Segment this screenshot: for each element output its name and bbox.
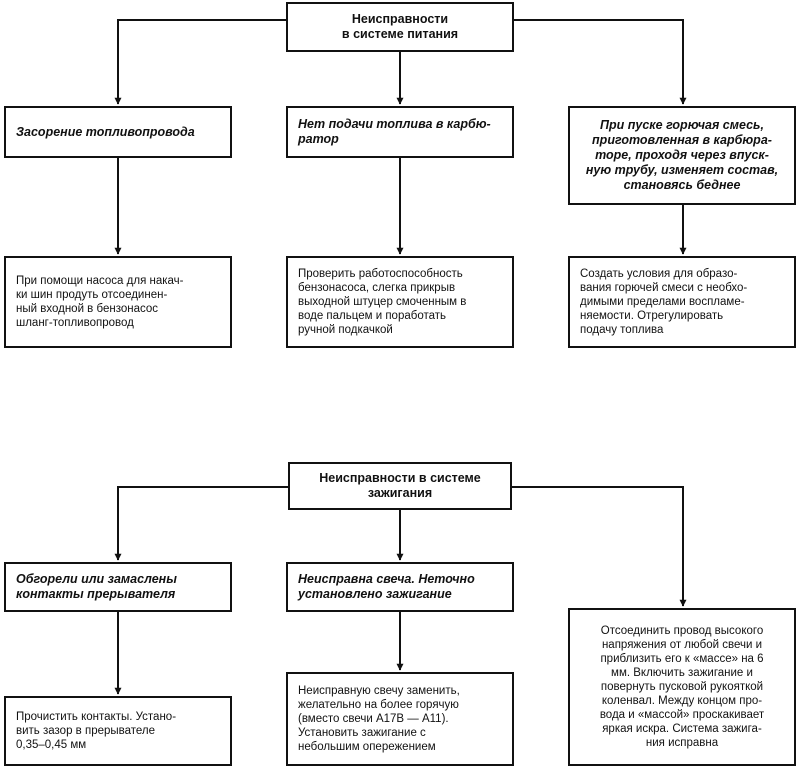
arrow-ign-header-to-cause-1 xyxy=(114,486,288,561)
fuel-cause-2: Нет подачи топлива в карбю- ратор xyxy=(286,106,514,158)
arrow-ign-header-to-fix-3 xyxy=(512,486,687,607)
fuel-cause-1-text: Засорение топливопровода xyxy=(16,124,195,139)
ignition-fix-2-text: Неисправную свечу заменить, желательно н… xyxy=(298,685,460,753)
fuel-fix-3-text: Создать условия для образо- вания горюче… xyxy=(580,268,748,336)
fuel-cause-2-text: Нет подачи топлива в карбю- ратор xyxy=(298,117,491,146)
ignition-fix-1: Прочистить контакты. Устано- вить зазор … xyxy=(4,696,232,766)
fuel-fix-3: Создать условия для образо- вания горюче… xyxy=(568,256,796,348)
arrow-fuel-header-to-cause-3 xyxy=(514,19,687,105)
ignition-cause-1: Обгорели или замаслены контакты прерыват… xyxy=(4,562,232,612)
fuel-cause-3-text: При пуске горючая смесь, приготовленная … xyxy=(585,118,779,192)
ignition-system-header-text: Неисправности в системе зажигания xyxy=(319,471,481,500)
fuel-system-header-text: Неисправности в системе питания xyxy=(341,12,459,41)
ignition-cause-2: Неисправна свеча. Неточно установлено за… xyxy=(286,562,514,612)
ignition-fix-2: Неисправную свечу заменить, желательно н… xyxy=(286,672,514,766)
ignition-fix-3: Отсоединить провод высокого напряжения о… xyxy=(568,608,796,766)
fuel-fix-1: При помощи насоса для накач- ки шин прод… xyxy=(4,256,232,348)
arrow-fuel-header-to-cause-1 xyxy=(114,19,286,105)
fuel-fix-1-text: При помощи насоса для накач- ки шин прод… xyxy=(16,275,184,329)
fuel-fix-2: Проверить работоспособность бензонасоса,… xyxy=(286,256,514,348)
fuel-fix-2-text: Проверить работоспособность бензонасоса,… xyxy=(298,268,467,336)
ignition-cause-2-text: Неисправна свеча. Неточно установлено за… xyxy=(298,572,475,601)
ignition-cause-1-text: Обгорели или замаслены контакты прерыват… xyxy=(16,572,177,601)
ignition-fix-1-text: Прочистить контакты. Устано- вить зазор … xyxy=(16,711,177,751)
fuel-cause-1: Засорение топливопровода xyxy=(4,106,232,158)
fuel-cause-3: При пуске горючая смесь, приготовленная … xyxy=(568,106,796,205)
fuel-system-header: Неисправности в системе питания xyxy=(286,2,514,52)
ignition-fix-3-text: Отсоединить провод высокого напряжения о… xyxy=(599,625,765,749)
ignition-system-header: Неисправности в системе зажигания xyxy=(288,462,512,510)
